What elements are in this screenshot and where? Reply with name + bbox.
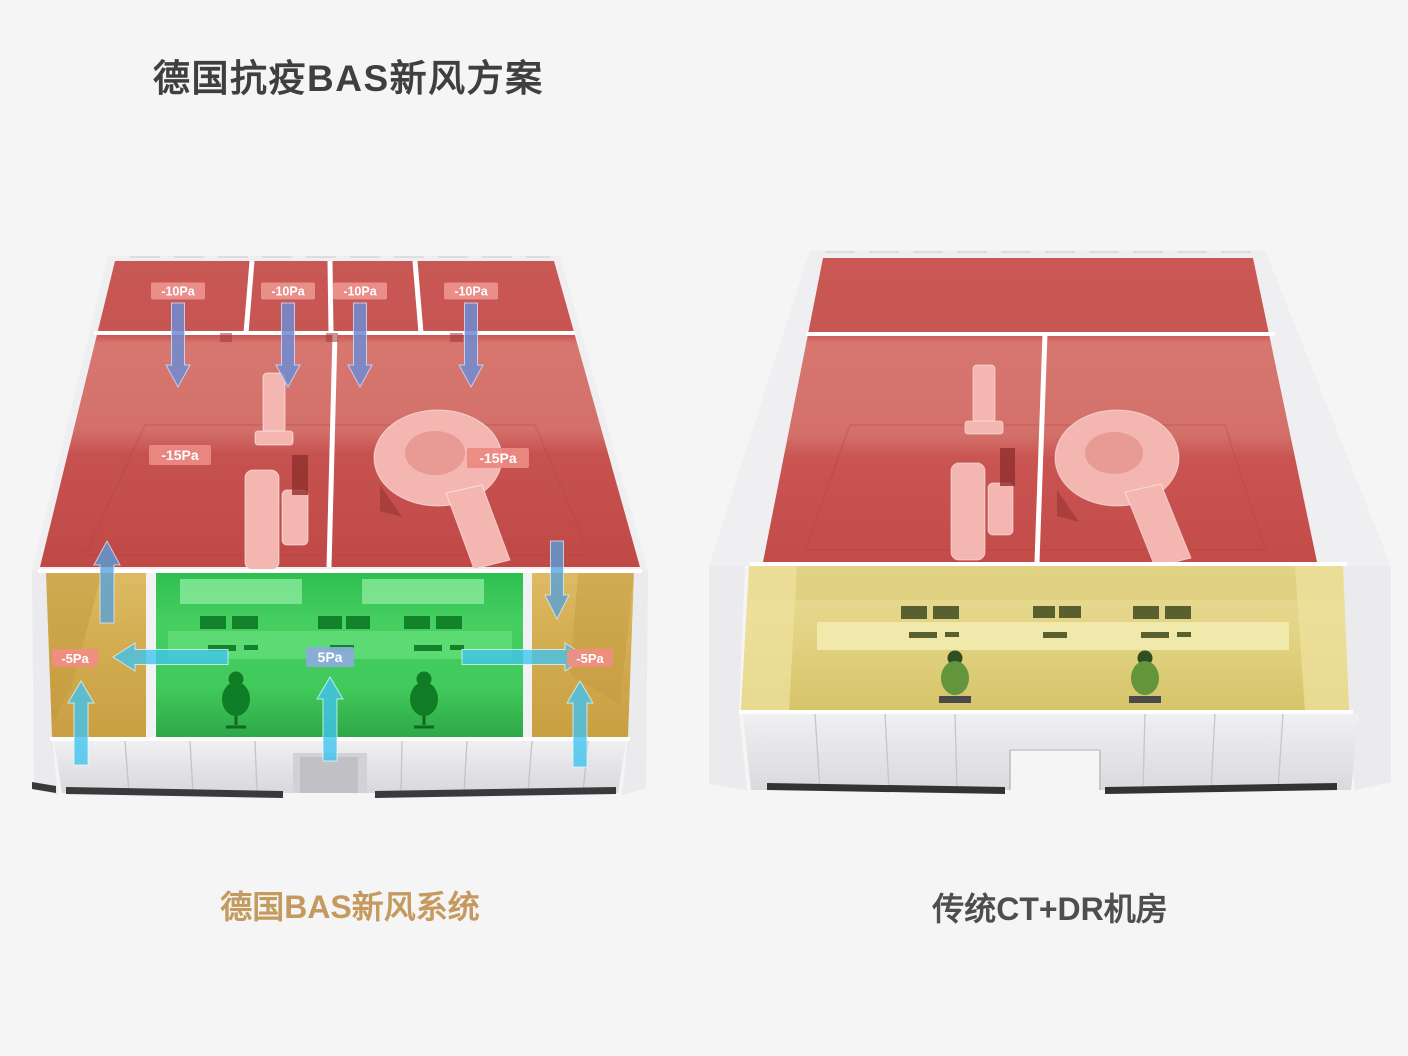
svg-text:-10Pa: -10Pa (161, 285, 195, 299)
room-divider-2 (327, 260, 334, 334)
operator-figure-right (410, 671, 438, 729)
bas-negative-pressure-zone (40, 260, 640, 568)
airflow-down-arrow-1 (165, 302, 191, 389)
pressure-badge-minus10pa-4: -10Pa (444, 282, 498, 300)
svg-text:-5Pa: -5Pa (576, 651, 604, 666)
center-wall-line (1034, 333, 1048, 563)
airflow-left-arrow (112, 642, 229, 672)
room-divider-3 (412, 260, 424, 334)
pressure-badge-minus5pa-right: -5Pa (567, 649, 613, 667)
bas-airflow-arrows (67, 302, 594, 768)
airflow-down-arrow-4 (458, 302, 484, 389)
airflow-up-arrow-left (93, 539, 121, 624)
pressure-badge-minus5pa-left: -5Pa (52, 649, 98, 667)
ct-scanner (1054, 409, 1192, 568)
traditional-building-diagram (709, 250, 1391, 794)
bas-caption: 德国BAS新风系统 (220, 889, 480, 925)
airflow-down-arrow-2 (275, 302, 301, 389)
pressure-badge-plus5pa: 5Pa (306, 647, 354, 667)
workstation-monitors (901, 606, 1191, 638)
pressure-badge-minus10pa-1: -10Pa (151, 282, 205, 300)
airflow-down-arrow-right-corridor (544, 540, 570, 621)
intake-arrow-right (566, 680, 594, 768)
svg-text:-15Pa: -15Pa (161, 447, 199, 463)
page-title: 德国抗疫BAS新风方案 (153, 58, 544, 99)
svg-text:5Pa: 5Pa (318, 649, 343, 665)
operator-figure-left (939, 650, 971, 703)
pressure-badge-minus10pa-2: -10Pa (261, 282, 315, 300)
pressure-badge-minus10pa-3: -10Pa (333, 282, 387, 300)
svg-text:-10Pa: -10Pa (454, 285, 488, 299)
room-divider-1 (243, 260, 255, 334)
intake-arrow-center (316, 676, 344, 762)
bas-building-diagram: -10Pa -10Pa -10Pa -10Pa -15Pa -15Pa -5Pa (32, 256, 648, 798)
center-wall-line (326, 332, 338, 568)
airflow-right-arrow (461, 642, 588, 672)
operator-figure-right (1129, 650, 1161, 703)
traditional-control-room (739, 562, 1353, 714)
svg-text:-5Pa: -5Pa (61, 651, 89, 666)
traditional-front-wall (743, 713, 1359, 794)
traditional-caption: 传统CT+DR机房 (932, 891, 1168, 927)
door-opening (1010, 750, 1100, 791)
airflow-down-arrow-3 (347, 302, 373, 389)
operator-figure-left (222, 671, 250, 729)
ct-scanner (373, 409, 511, 570)
bas-front-wall (32, 740, 626, 798)
dr-equipment (950, 364, 1015, 561)
svg-text:-10Pa: -10Pa (271, 285, 305, 299)
intake-arrow-left (67, 680, 95, 766)
traditional-negative-zone (763, 258, 1317, 563)
entrance-door (300, 757, 358, 793)
dr-equipment (244, 372, 309, 571)
pressure-badge-minus15pa-left: -15Pa (149, 445, 211, 465)
pressure-badge-minus15pa-right: -15Pa (467, 448, 529, 468)
svg-text:-15Pa: -15Pa (479, 450, 517, 466)
svg-text:-10Pa: -10Pa (343, 285, 377, 299)
